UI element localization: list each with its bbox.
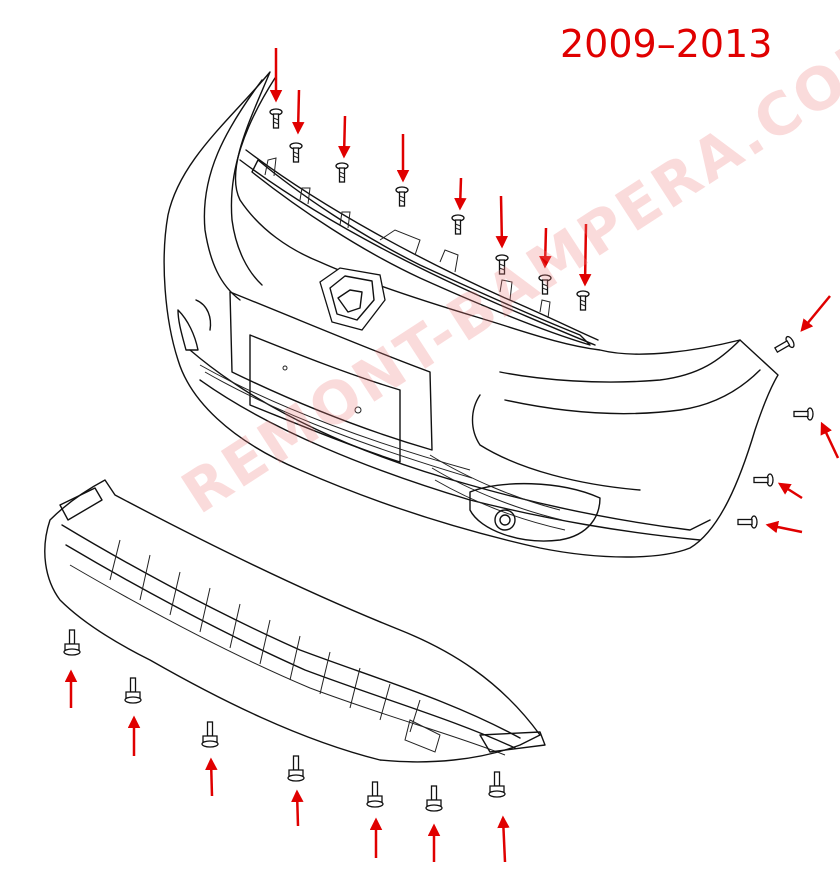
arrow-icon xyxy=(578,223,592,287)
year-range-label: 2009–2013 xyxy=(560,22,773,66)
screw-icon xyxy=(269,108,283,129)
arrow-icon xyxy=(338,115,351,159)
screw-icon xyxy=(63,629,81,656)
screw-icon xyxy=(366,781,384,808)
screw-icon xyxy=(538,274,552,295)
bumper-cover xyxy=(163,71,779,558)
screw-icon xyxy=(495,254,509,275)
arrow-icon xyxy=(820,421,840,459)
screws-side xyxy=(737,335,814,529)
arrow-icon xyxy=(454,177,467,211)
arrows xyxy=(64,48,840,863)
arrow-icon xyxy=(497,815,510,863)
bolts-lower xyxy=(63,629,506,812)
screw-icon xyxy=(124,677,142,704)
renault-emblem xyxy=(319,267,386,331)
arrow-icon xyxy=(291,89,305,135)
screw-icon xyxy=(737,515,758,529)
screw-icon xyxy=(395,186,409,207)
arrow-icon xyxy=(291,789,304,827)
screw-icon xyxy=(289,142,303,163)
screw-icon xyxy=(488,771,506,798)
screws-upper xyxy=(269,108,590,311)
arrow-icon xyxy=(800,295,831,332)
screw-icon xyxy=(287,755,305,782)
arrow-icon xyxy=(765,520,803,534)
upper-bracket xyxy=(251,157,591,346)
arrow-icon xyxy=(205,757,218,797)
arrow-icon xyxy=(777,482,803,500)
screw-icon xyxy=(425,785,443,812)
arrow-icon xyxy=(495,195,509,249)
screw-icon xyxy=(753,473,774,487)
screw-icon xyxy=(576,290,590,311)
screw-icon xyxy=(451,214,465,235)
screw-icon xyxy=(793,407,814,421)
lower-shield xyxy=(44,479,546,763)
arrow-icon xyxy=(539,227,552,269)
screw-icon xyxy=(335,162,349,183)
screw-icon xyxy=(201,721,219,748)
screw-icon xyxy=(774,335,795,354)
